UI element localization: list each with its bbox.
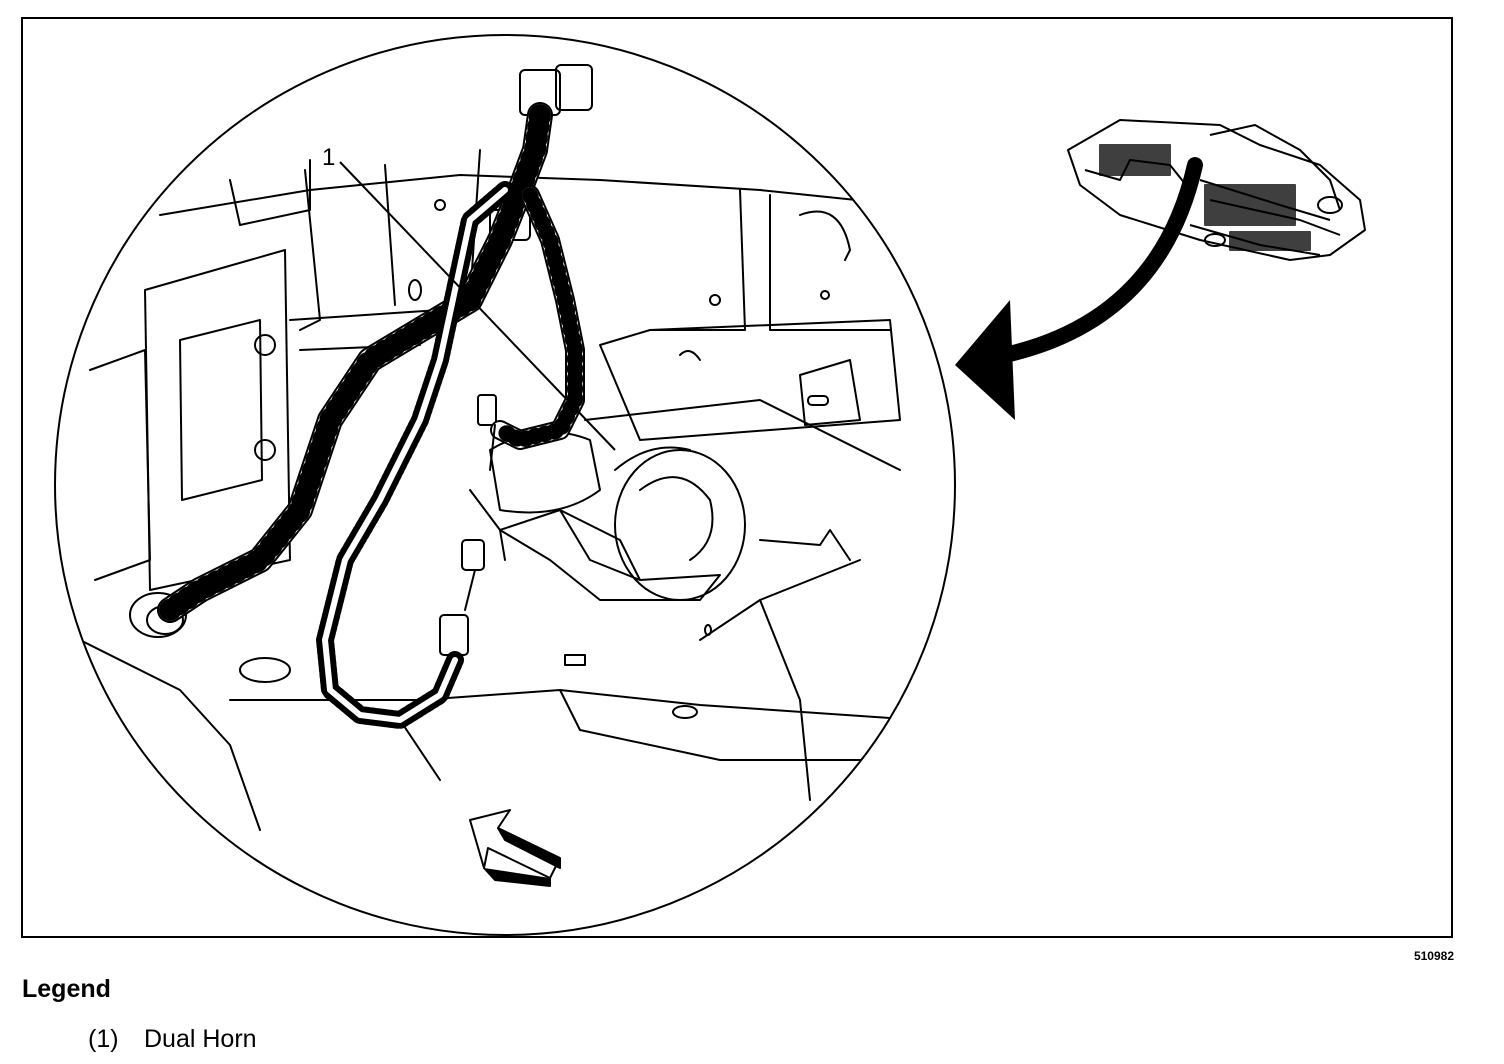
floor-slot — [564, 654, 586, 666]
bracket-hole — [254, 439, 276, 461]
detail-circle — [54, 34, 956, 936]
frame-hole — [434, 199, 446, 211]
horn-connector — [461, 539, 485, 571]
legend-title: Legend — [22, 975, 111, 1003]
wire-harness — [159, 104, 551, 621]
horn-trumpet — [614, 446, 691, 471]
view-direction-arrow — [469, 809, 561, 887]
legend-item-label: Dual Horn — [144, 1025, 257, 1053]
callout-leader — [339, 161, 616, 451]
floor-rail — [759, 599, 811, 801]
tray-slot — [807, 395, 829, 406]
floor-rail — [79, 639, 261, 831]
horn-trumpet — [639, 476, 714, 561]
floor-hole — [239, 657, 291, 683]
illustration: 1 — [21, 17, 1453, 938]
support-tray — [799, 359, 861, 426]
floor-rail — [699, 559, 861, 641]
vehicle-overview — [1067, 119, 1366, 261]
frame-rail — [769, 194, 891, 331]
horn-bracket — [499, 509, 721, 601]
support-tray — [584, 399, 901, 471]
frame-rail — [799, 210, 851, 261]
frame-hole — [408, 279, 422, 301]
frame-hole — [820, 290, 830, 300]
horn-bracket — [559, 509, 641, 581]
support-tray — [679, 350, 701, 361]
callout-number: 1 — [322, 144, 335, 171]
legend-item: (1) Dual Horn — [88, 1025, 257, 1054]
bracket-panel — [89, 349, 151, 581]
floor-hole — [672, 705, 698, 719]
frame-rail — [384, 164, 396, 306]
hose-clamp — [129, 592, 187, 638]
horn-connector — [477, 394, 497, 426]
frame-hole — [709, 294, 721, 306]
floor-rail — [759, 529, 851, 561]
legend-item-number: (1) — [88, 1025, 119, 1053]
detail-view: 1 — [54, 34, 956, 936]
floor-hole — [704, 624, 712, 636]
horn-wire — [489, 424, 496, 471]
harness-connector — [439, 614, 469, 656]
horn-wire — [464, 569, 476, 611]
bracket-panel — [179, 319, 263, 501]
support-tray — [599, 319, 901, 441]
harness-connector — [555, 64, 593, 111]
frame-rail — [299, 169, 321, 331]
wire-harness — [322, 187, 508, 723]
figure-id-label: 510982 — [1413, 949, 1454, 963]
wire-harness — [492, 187, 583, 448]
horn-bracket — [469, 489, 506, 561]
floor-rail — [559, 689, 901, 761]
frame-rail — [649, 189, 746, 331]
location-pointer-arrow — [955, 157, 1203, 420]
frame-rail — [229, 159, 311, 226]
floor-rail — [399, 719, 441, 781]
bracket-hole — [254, 334, 276, 356]
figure-frame — [21, 17, 1453, 938]
